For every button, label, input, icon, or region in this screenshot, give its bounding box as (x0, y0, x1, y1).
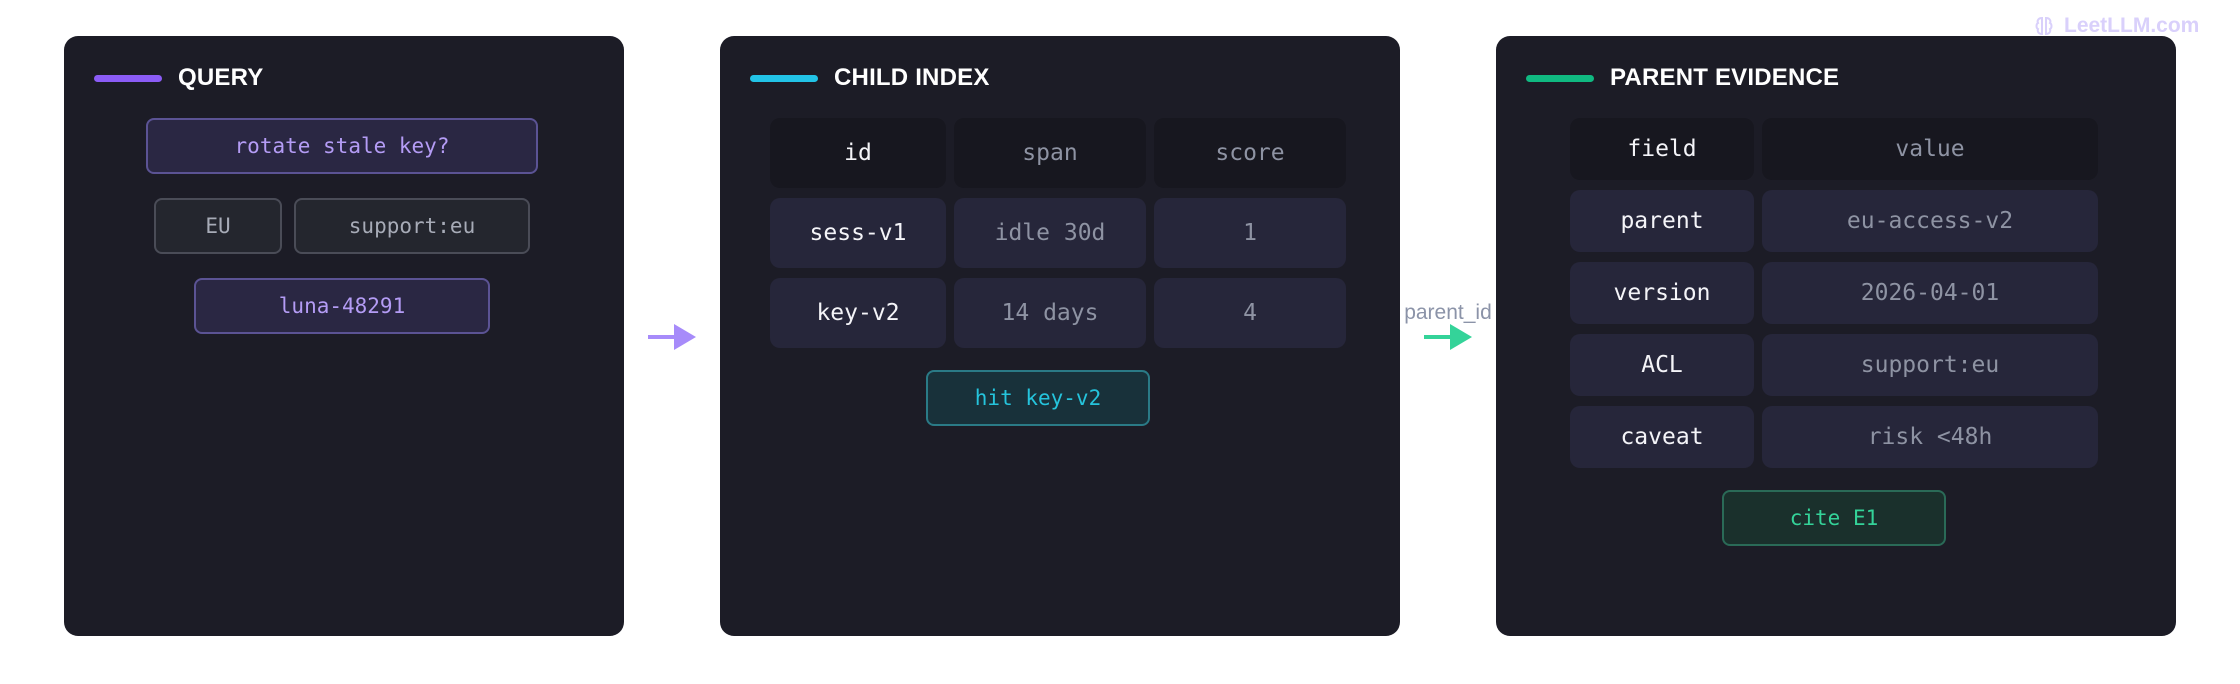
evidence-row-caveat-value: risk <48h (1762, 406, 2098, 468)
column-header-value: value (1762, 118, 2098, 180)
cite-result-chip: cite E1 (1722, 490, 1946, 546)
index-row-1-score: 1 (1154, 198, 1346, 268)
watermark-text: LeetLLM.com (2064, 14, 2200, 37)
evidence-accent-bar (1526, 74, 1594, 82)
child-index-panel-title: CHILD INDEX (750, 64, 990, 91)
query-panel: QUERY rotate stale key? EU support:eu lu… (64, 36, 624, 636)
user-chip: luna-48291 (194, 278, 490, 334)
flow-arrow-index-to-evidence (1424, 324, 1472, 350)
query-title: QUERY (178, 64, 264, 91)
column-header-span: span (954, 118, 1146, 188)
index-accent-bar (750, 74, 818, 82)
hit-result-chip: hit key-v2 (926, 370, 1150, 426)
evidence-row-version-value: 2026-04-01 (1762, 262, 2098, 324)
child-index-title: CHILD INDEX (834, 64, 990, 91)
child-index-panel: CHILD INDEX id span score sess-v1 idle 3… (720, 36, 1400, 636)
parent-evidence-title: PARENT EVIDENCE (1610, 64, 1840, 91)
parent-id-edge-label: parent_id (1404, 301, 1492, 324)
query-panel-title: QUERY (94, 64, 264, 91)
query-accent-bar (94, 74, 162, 82)
evidence-row-parent-field: parent (1570, 190, 1754, 252)
column-header-score: score (1154, 118, 1346, 188)
column-header-field: field (1570, 118, 1754, 180)
parent-evidence-panel-title: PARENT EVIDENCE (1526, 64, 1840, 91)
brain-icon (2035, 16, 2053, 36)
index-row-2-id: key-v2 (770, 278, 946, 348)
region-chip: EU (154, 198, 282, 254)
index-row-1-span: idle 30d (954, 198, 1146, 268)
flow-arrow-query-to-index (648, 324, 696, 350)
acl-chip: support:eu (294, 198, 530, 254)
evidence-row-acl-value: support:eu (1762, 334, 2098, 396)
index-row-2-score: 4 (1154, 278, 1346, 348)
watermark: LeetLLM.com (2034, 14, 2199, 38)
index-row-2-span: 14 days (954, 278, 1146, 348)
query-question-chip: rotate stale key? (146, 118, 538, 174)
evidence-row-parent-value: eu-access-v2 (1762, 190, 2098, 252)
parent-evidence-panel: PARENT EVIDENCE field value parent eu-ac… (1496, 36, 2176, 636)
evidence-row-caveat-field: caveat (1570, 406, 1754, 468)
column-header-id: id (770, 118, 946, 188)
evidence-row-acl-field: ACL (1570, 334, 1754, 396)
evidence-row-version-field: version (1570, 262, 1754, 324)
index-row-1-id: sess-v1 (770, 198, 946, 268)
